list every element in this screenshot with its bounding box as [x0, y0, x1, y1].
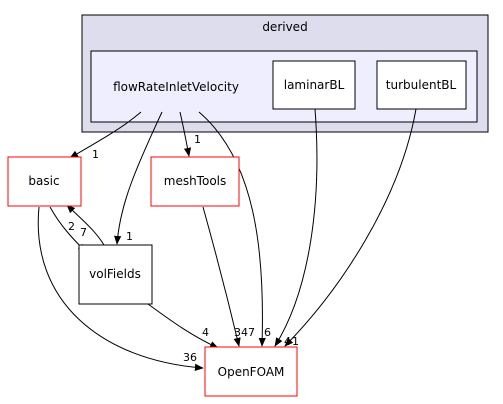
node-openfoam-label: OpenFOAM [218, 365, 285, 379]
cluster-derived-label: derived [262, 20, 307, 34]
node-laminarbl-label: laminarBL [284, 78, 345, 92]
edge-flowrate-to-openfoam: 6 [198, 111, 271, 347]
node-basic-label: basic [28, 174, 59, 188]
edge-volfields-openfoam-count: 4 [202, 326, 209, 339]
node-volfields-label: volFields [89, 267, 141, 281]
node-meshtools[interactable]: meshTools [150, 156, 240, 207]
edge-flowrate-to-basic: 1 [69, 111, 142, 161]
edges: 1 1 1 6 2 7 36 347 [37, 108, 417, 371]
node-turbulentbl-box [376, 60, 467, 110]
node-laminarbl-box [272, 60, 356, 110]
edge-turbulentbl-to-openfoam: 1 [284, 108, 417, 348]
edge-basic-openfoam-count: 36 [183, 351, 197, 364]
edge-volfields-basic-count: 7 [80, 226, 87, 239]
node-basic-box [7, 156, 82, 207]
node-flowrateinletvelocity-label: flowRateInletVelocity [113, 80, 239, 94]
node-flowrateinletvelocity[interactable]: flowRateInletVelocity [113, 80, 239, 94]
edge-flowrate-to-meshtools: 1 [179, 111, 201, 157]
edge-flowrate-basic-count: 1 [92, 148, 99, 161]
node-basic[interactable]: basic [7, 156, 82, 207]
edge-turbulentbl-openfoam-count: 1 [292, 335, 299, 348]
node-openfoam-box [204, 346, 298, 397]
edge-flowrate-volfields-count: 1 [126, 230, 133, 243]
node-openfoam[interactable]: OpenFOAM [204, 346, 298, 397]
node-turbulentbl[interactable]: turbulentBL [376, 60, 467, 110]
edge-volfields-to-basic: 7 [66, 204, 105, 246]
edge-volfields-to-openfoam: 4 [147, 303, 219, 349]
node-meshtools-label: meshTools [164, 174, 227, 188]
node-volfields[interactable]: volFields [78, 244, 153, 305]
edge-basic-volfields-count: 2 [68, 220, 75, 233]
edge-meshtools-openfoam-count: 347 [234, 326, 255, 339]
edge-flowrate-to-volfields: 1 [114, 111, 163, 245]
node-volfields-box [78, 244, 153, 305]
edge-flowrate-openfoam-count: 6 [264, 326, 271, 339]
edge-basic-to-openfoam: 36 [37, 206, 204, 371]
node-laminarbl[interactable]: laminarBL [272, 60, 356, 110]
edge-meshtools-to-openfoam: 347 [202, 206, 255, 347]
node-turbulentbl-label: turbulentBL [386, 78, 457, 92]
edge-flowrate-meshtools-count: 1 [194, 133, 201, 146]
edge-laminarbl-to-openfoam: 4 [274, 108, 318, 348]
node-meshtools-box [150, 156, 240, 207]
